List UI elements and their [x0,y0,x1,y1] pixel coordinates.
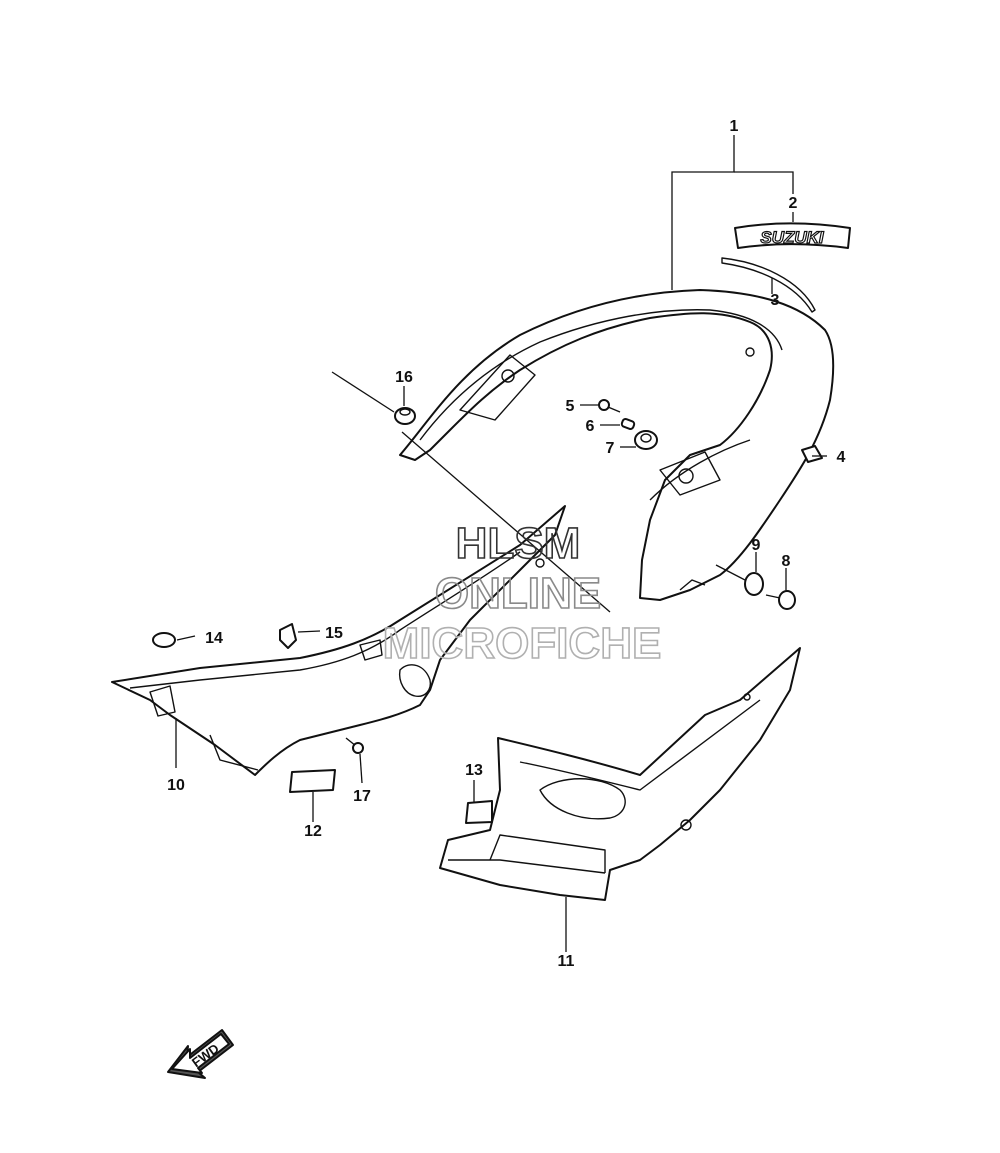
part-12-pad [289,769,336,793]
callout-12: 12 [304,823,322,840]
callout-16: 16 [395,369,413,386]
part-8-screw [765,590,796,610]
part-13-pad [465,800,493,824]
part-14-grommet [152,632,176,648]
callout-9: 9 [752,537,761,554]
watermark: HLSM ONLINE MICROFICHE [382,518,662,669]
callout-17: 17 [353,788,371,805]
callout-2: 2 [789,195,798,212]
fwd-arrow-icon: FWD [167,1029,234,1079]
part-7-cushion [634,430,658,450]
callout-10: 10 [167,777,185,794]
part-3-trim-strip [721,257,816,313]
callout-4: 4 [837,449,846,466]
decal-text: SUZUKI [760,228,825,247]
callout-15: 15 [325,625,343,642]
part-2-decal: SUZUKI [734,222,851,249]
watermark-line-1: HLSM [456,519,581,568]
part-4-nut [801,445,823,463]
watermark-line-3: MICROFICHE [383,619,662,668]
part-1-tail-cowl [399,289,835,601]
part-6-collar [620,418,636,430]
part-16-grommet [394,407,416,425]
callout-14: 14 [205,630,223,647]
callout-3: 3 [771,292,780,309]
callout-11: 11 [558,953,575,970]
part-17-screw [345,737,364,754]
callout-6: 6 [586,418,595,435]
part-9-cushion [744,572,764,596]
watermark-line-2: ONLINE [435,569,601,618]
part-15-clip [279,623,297,649]
callout-8: 8 [782,553,791,570]
part-11-lower-cover [439,647,801,901]
callouts: 1 2 3 4 5 6 7 8 9 10 11 12 13 14 15 16 1… [167,118,845,970]
callout-13: 13 [465,762,483,779]
part-5-screw [598,399,621,413]
leader-lines [175,135,827,952]
callout-7: 7 [606,440,615,457]
callout-1: 1 [730,118,739,135]
part-10-side-cover [111,505,566,776]
callout-5: 5 [566,398,575,415]
